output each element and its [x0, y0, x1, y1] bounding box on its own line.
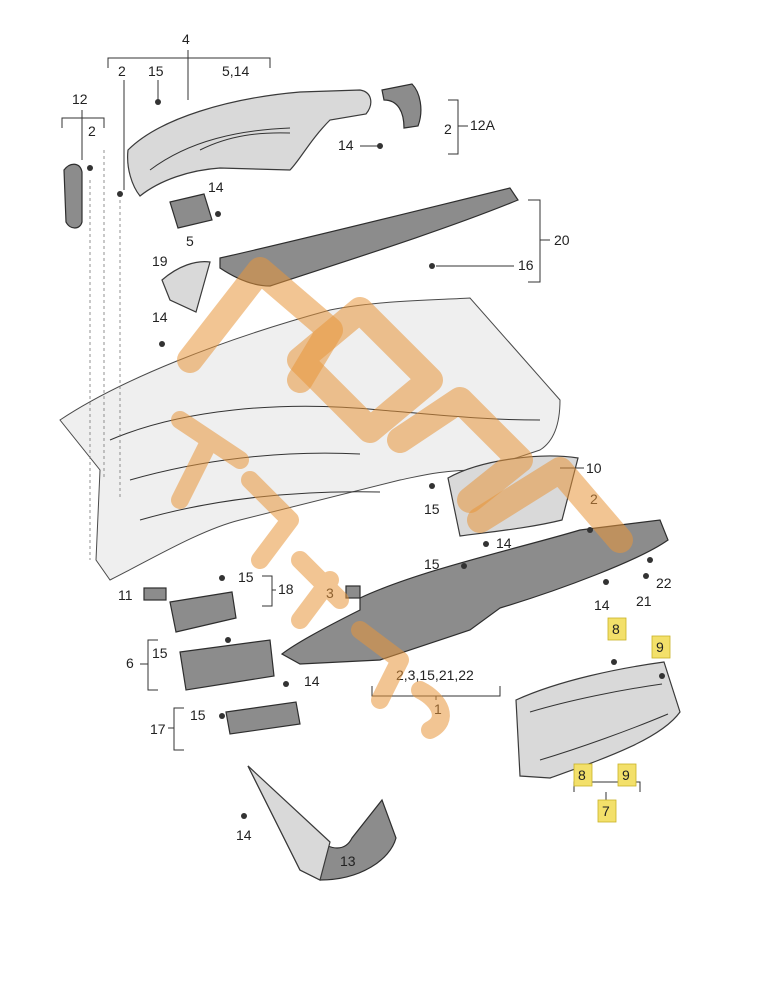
fastener — [219, 575, 225, 581]
callout-9: 9 — [656, 639, 664, 655]
fastener — [159, 341, 165, 347]
callout-15: 15 — [190, 707, 206, 723]
callout-8: 8 — [612, 621, 620, 637]
callout-14: 14 — [496, 535, 512, 551]
storage-panel-17 — [225, 701, 301, 735]
callout-14: 14 — [208, 179, 224, 195]
callout-8: 8 — [578, 767, 586, 783]
callout-20: 20 — [554, 232, 570, 248]
glovebox — [515, 661, 681, 779]
callout-14: 14 — [338, 137, 354, 153]
callout-15: 15 — [238, 569, 254, 585]
callout-13: 13 — [340, 853, 356, 869]
callout-9: 9 — [622, 767, 630, 783]
callout-6: 6 — [126, 655, 134, 671]
callout-5: 5 — [186, 233, 194, 249]
left-vent-trim — [63, 163, 83, 229]
lower-dash-panel — [280, 519, 669, 665]
side-trim — [161, 261, 211, 313]
fastener — [429, 483, 435, 489]
callout-parts-list: 2,3,15,21,22 — [396, 667, 474, 683]
fastener — [603, 579, 609, 585]
bracket-12 — [61, 110, 105, 160]
callout-12A: 12A — [470, 117, 496, 133]
bracket-6 — [140, 639, 158, 691]
bracket-20 — [528, 199, 550, 283]
callout-15: 15 — [424, 501, 440, 517]
fastener — [117, 191, 123, 197]
callout-7: 7 — [602, 803, 610, 819]
callout-10: 10 — [586, 460, 602, 476]
fastener — [87, 165, 93, 171]
bracket-18 — [262, 575, 276, 607]
callout-14: 14 — [304, 673, 320, 689]
storage-panel-18 — [169, 591, 237, 633]
callout-14: 14 — [594, 597, 610, 613]
callout-15: 15 — [148, 63, 164, 79]
callout-16: 16 — [518, 257, 534, 273]
callout-2: 2 — [88, 123, 96, 139]
callout-5-14: 5,14 — [222, 63, 249, 79]
highlight-8a — [607, 617, 627, 641]
switch-11 — [143, 587, 167, 601]
upper-dash-cover-detail — [149, 127, 291, 171]
fastener — [219, 713, 225, 719]
fastener — [659, 673, 665, 679]
fastener — [483, 541, 489, 547]
fastener — [429, 263, 435, 269]
storage-panel-6 — [179, 639, 275, 691]
callout-15: 15 — [424, 556, 440, 572]
fastener — [611, 659, 617, 665]
footwell-cover — [247, 765, 397, 881]
fastener — [225, 637, 231, 643]
bracket-12A — [448, 99, 468, 155]
fastener — [643, 573, 649, 579]
highlight-9b — [617, 763, 637, 787]
fastener — [155, 99, 161, 105]
callout-14: 14 — [152, 309, 168, 325]
fastener — [647, 557, 653, 563]
switch-module — [169, 193, 213, 229]
callout-14: 14 — [236, 827, 252, 843]
fastener — [461, 563, 467, 569]
fastener — [283, 681, 289, 687]
clip-3 — [345, 585, 361, 599]
footwell-cover-left — [247, 765, 331, 881]
upper-dash-cover — [127, 89, 372, 197]
fastener — [215, 211, 221, 217]
watermark — [171, 257, 633, 739]
callout-18: 18 — [278, 581, 294, 597]
callout-15: 15 — [152, 645, 168, 661]
bracket-4 — [107, 50, 271, 100]
callout-12: 12 — [72, 91, 88, 107]
right-vent-trim — [381, 83, 422, 129]
callout-19: 19 — [152, 253, 168, 269]
fastener — [241, 813, 247, 819]
callout-2: 2 — [444, 121, 452, 137]
callout-22: 22 — [656, 575, 672, 591]
highlight-9a — [651, 635, 671, 659]
highlight-7 — [597, 799, 617, 823]
glovebox-detail — [529, 683, 669, 761]
callout-4: 4 — [182, 31, 190, 47]
highlight-8b — [573, 763, 593, 787]
bracket-17 — [168, 707, 184, 751]
callout-11: 11 — [118, 587, 133, 603]
callout-21: 21 — [636, 593, 652, 609]
fastener — [587, 527, 593, 533]
callout-17: 17 — [150, 721, 166, 737]
callout-2: 2 — [118, 63, 126, 79]
